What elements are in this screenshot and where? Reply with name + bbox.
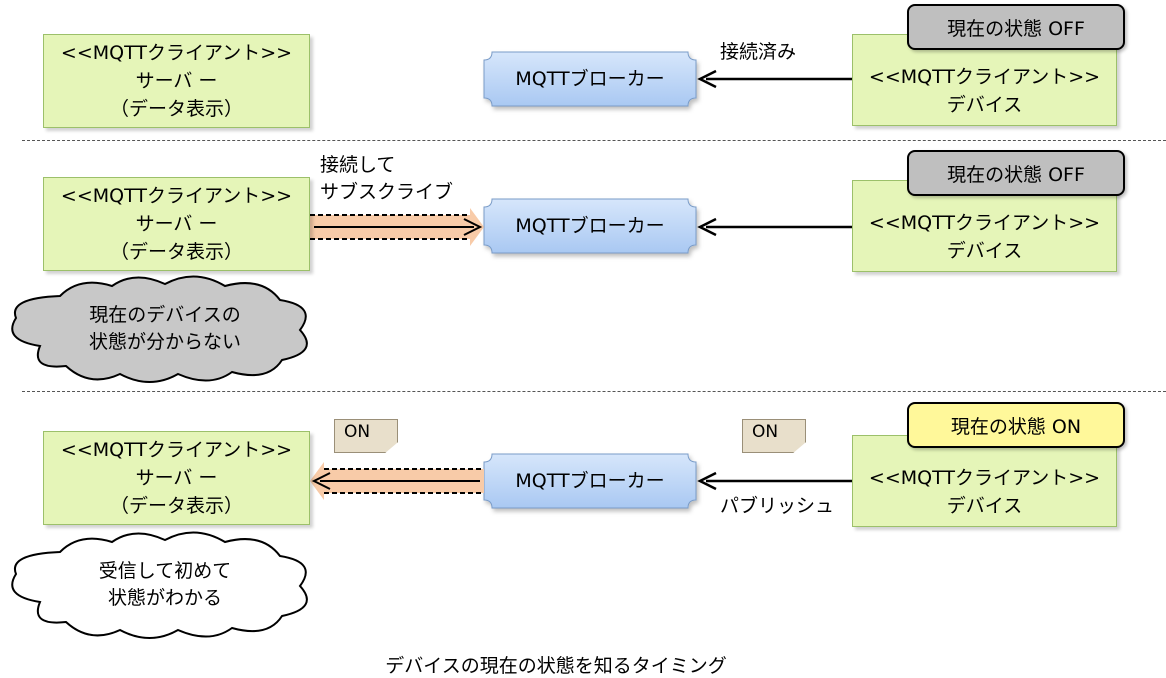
diagram-caption: デバイスの現在の状態を知るタイミング: [385, 655, 727, 677]
device-name: デバイス: [946, 94, 1023, 116]
broker-label-3: MQTTブローカー: [515, 470, 665, 492]
broker-shape-2: [483, 198, 697, 254]
subscribe-label-2: サブスクライブ: [320, 181, 454, 203]
client-stereotype: <<MQTTクライアント>>: [60, 42, 293, 64]
device-client-box-3: <<MQTTクライアント>> デバイス: [852, 435, 1117, 527]
device-name: デバイス: [946, 495, 1023, 517]
client-stereotype: <<MQTTクライアント>>: [868, 66, 1101, 88]
unknown-state-cloud: [11, 275, 308, 383]
server-client-box-2: <<MQTTクライアント>> サーバ ー （データ表示）: [43, 177, 310, 271]
server-client-box-1: <<MQTTクライアント>> サーバ ー （データ表示）: [43, 34, 310, 128]
separator-2: [22, 391, 1166, 392]
publish-label: パブリッシュ: [720, 495, 835, 517]
state-known-cloud: [11, 531, 308, 639]
separator-1: [22, 140, 1166, 141]
server-subtitle: （データ表示）: [109, 241, 243, 263]
broker-label-2: MQTTブローカー: [515, 215, 665, 237]
state-known-text: 受信して初めて 状態がわかる: [40, 558, 290, 612]
broker-shape-1: [483, 51, 697, 107]
cloud-line: 現在のデバイスの: [89, 304, 241, 326]
subscribe-arrow: [310, 208, 484, 246]
status-badge-3: 現在の状態 ON: [907, 402, 1125, 448]
cloud-line: 状態が分からない: [88, 331, 241, 353]
cloud-line: 状態がわかる: [107, 587, 222, 609]
device-to-broker-arrow-2: [697, 217, 852, 237]
server-name: サーバ ー: [135, 467, 218, 489]
cloud-line: 受信して初めて: [98, 560, 232, 582]
connected-label: 接続済み: [720, 41, 797, 63]
status-badge-2: 現在の状態 OFF: [907, 150, 1125, 196]
message-note-left: ON: [334, 419, 398, 453]
server-subtitle: （データ表示）: [109, 495, 243, 517]
message-note-right: ON: [742, 419, 806, 453]
broker-label-1: MQTTブローカー: [515, 68, 665, 90]
status-badge-1: 現在の状態 OFF: [907, 4, 1125, 50]
server-subtitle: （データ表示）: [109, 98, 243, 120]
client-stereotype: <<MQTTクライアント>>: [60, 185, 293, 207]
server-name: サーバ ー: [135, 70, 218, 92]
publish-arrow: [697, 471, 852, 491]
unknown-state-text: 現在のデバイスの 状態が分からない: [40, 302, 290, 356]
connected-arrow: [697, 69, 852, 89]
server-client-box-3: <<MQTTクライアント>> サーバ ー （データ表示）: [43, 431, 310, 525]
broker-shape-3: [483, 453, 697, 509]
client-stereotype: <<MQTTクライアント>>: [868, 467, 1101, 489]
subscribe-label-1: 接続して: [320, 154, 396, 176]
deliver-arrow: [310, 462, 484, 500]
device-name: デバイス: [946, 240, 1023, 262]
server-name: サーバ ー: [135, 213, 218, 235]
client-stereotype: <<MQTTクライアント>>: [868, 212, 1101, 234]
client-stereotype: <<MQTTクライアント>>: [60, 439, 293, 461]
